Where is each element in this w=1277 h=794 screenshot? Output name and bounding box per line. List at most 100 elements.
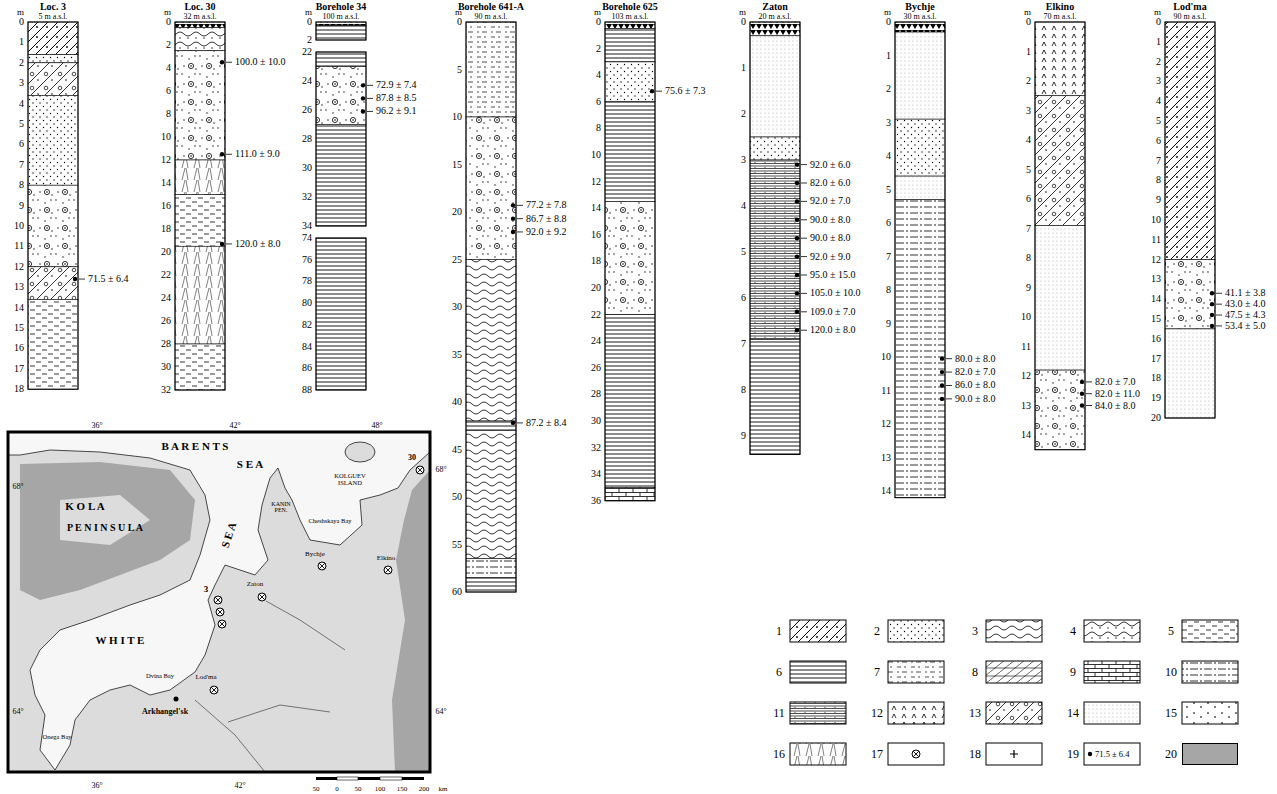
depth-tick: 26 (131, 316, 171, 326)
depth-tick: 2 (851, 84, 891, 94)
elevation-label: 32 m a.s.l. (183, 12, 216, 21)
lithology-layer (175, 195, 225, 247)
map-label: KOLGUEV ISLAND (331, 473, 369, 487)
scale-bar (316, 777, 424, 780)
depth-tick: 34 (272, 221, 312, 231)
map-dark-region (20, 462, 195, 600)
depth-tick: 18 (561, 256, 601, 266)
depth-tick: 10 (422, 112, 462, 122)
depth-tick: 10 (851, 352, 891, 362)
depth-tick: 2 (706, 109, 746, 119)
column-outline (605, 22, 655, 501)
site-symbol (210, 686, 218, 694)
date-label: 87.2 ± 8.4 (526, 418, 567, 428)
sample-dot (795, 328, 799, 332)
lithology-layer (605, 22, 655, 29)
lithology-layer (175, 160, 225, 195)
sample-dot (940, 356, 944, 360)
lithology-layer (316, 67, 366, 125)
depth-tick: 26 (272, 105, 312, 115)
map-label: 68° (12, 483, 23, 491)
date-label: 75.6 ± 7.3 (665, 86, 706, 96)
lithology-layer (28, 55, 78, 63)
legend-sample (1182, 620, 1238, 642)
map (8, 432, 430, 780)
city-dot (174, 697, 179, 702)
elevation-label: 90 m a.s.l. (458, 12, 524, 21)
sample-dot (795, 310, 799, 314)
date-label: 105.0 ± 10.0 (810, 288, 861, 298)
legend-sample (790, 620, 846, 642)
map-label: 30 (408, 454, 416, 462)
depth-tick: 11 (851, 386, 891, 396)
depth-tick: 14 (991, 430, 1031, 440)
depth-tick: 3 (991, 106, 1031, 116)
legend-number: 4 (1070, 625, 1076, 637)
depth-tick: 13 (851, 453, 891, 463)
legend-number: 9 (1070, 666, 1076, 678)
lithology-layer (28, 267, 78, 300)
date-label: 72.9 ± 7.4 (376, 80, 417, 90)
legend-sample (1084, 620, 1140, 642)
depth-tick: 40 (422, 397, 462, 407)
sample-dot (73, 277, 77, 281)
date-label: 92.0 ± 6.0 (810, 160, 851, 170)
column-outline (895, 22, 945, 498)
sample-dot (940, 370, 944, 374)
map-label: Elkino (377, 555, 396, 562)
legend-number: 16 (773, 748, 785, 760)
column-title: Zaton (758, 1, 791, 12)
sample-dot (1088, 752, 1092, 756)
legend-sample (790, 743, 846, 765)
legend-sample (1182, 661, 1238, 683)
legend-number: 14 (1067, 707, 1079, 719)
lithology-layer (750, 339, 800, 454)
depth-tick: 1 (0, 37, 24, 47)
legend-number: 12 (871, 707, 883, 719)
map-label: W H I T E (96, 635, 145, 646)
leader-line (226, 154, 232, 155)
map-dark-region (392, 470, 430, 772)
depth-tick: 3 (851, 118, 891, 128)
legend-sample-label: 71.5 ± 6.4 (1095, 750, 1129, 759)
lithology-layer (175, 246, 225, 344)
lithology-layer (175, 28, 225, 51)
date-label: 43.0 ± 4.0 (1225, 299, 1266, 309)
lithology-layer (316, 52, 366, 67)
legend-number: 17 (871, 748, 883, 760)
column-outline (316, 238, 366, 390)
sample-dot (361, 96, 365, 100)
lithology-layer (1165, 22, 1215, 260)
legend-number: 18 (969, 748, 981, 760)
legend-number: 13 (969, 707, 981, 719)
depth-tick: 12 (851, 419, 891, 429)
sample-dot (795, 291, 799, 295)
column-outline (466, 22, 516, 592)
elevation-label: 30 m a.s.l. (903, 12, 936, 21)
depth-tick: 3 (0, 78, 24, 88)
legend-sample (790, 661, 846, 683)
sample-dot (1080, 380, 1084, 384)
depth-tick: 5 (706, 247, 746, 257)
leader-line (367, 85, 373, 86)
column-outline (316, 22, 366, 40)
lithology-layer (1165, 260, 1215, 329)
date-label: 71.5 ± 6.4 (88, 274, 129, 284)
columns (28, 22, 1222, 592)
date-label: 92.0 ± 7.0 (810, 196, 851, 206)
unit-label: m (991, 8, 1031, 17)
depth-tick: 4 (1121, 96, 1161, 106)
legend-sample (888, 702, 944, 724)
leader-line (1216, 325, 1222, 326)
depth-tick: 55 (422, 540, 462, 550)
map-label: 150 (397, 786, 408, 793)
date-label: 120.0 ± 8.0 (235, 239, 281, 249)
lithology-layer (316, 26, 366, 40)
leader-line (946, 398, 952, 399)
map-land (8, 432, 430, 772)
sample-dot (511, 216, 515, 220)
sample-dot (795, 273, 799, 277)
lithology-layer (1035, 226, 1085, 371)
map-label: 48° (371, 422, 382, 430)
depth-tick: 30 (561, 416, 601, 426)
